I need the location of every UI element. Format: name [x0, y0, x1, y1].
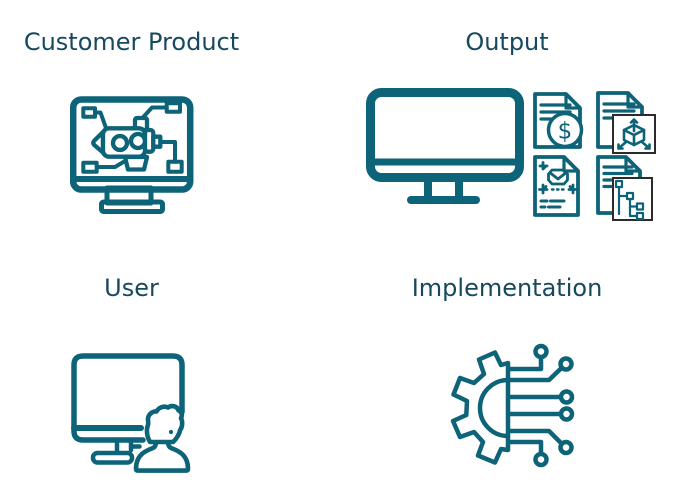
rocket [91, 115, 163, 172]
monitor-base [407, 196, 480, 204]
implementation-title: Implementation [411, 274, 603, 302]
dollar-circle-icon [546, 111, 584, 149]
output-title: Output [465, 28, 549, 56]
pricing-document-icon: $ [533, 92, 585, 152]
user-title: User [104, 274, 159, 302]
3d-model-document-icon [596, 91, 658, 155]
customer-product-title: Customer Product [23, 28, 240, 56]
rocket-cad-monitor-icon [70, 95, 194, 219]
person-icon [133, 403, 191, 473]
face-dot [168, 429, 174, 435]
desktop-monitor-icon [366, 88, 524, 210]
circuit-traces [505, 343, 575, 468]
dollar-sign: $ [558, 119, 573, 145]
cube-3d-icon [617, 118, 651, 150]
person-at-monitor-icon [67, 342, 199, 478]
tree-structure-icon [614, 179, 645, 221]
monitor-frame [71, 353, 185, 465]
part-drawing [538, 161, 578, 195]
cad-annotation-nodes [81, 101, 184, 174]
monitor-frame [70, 96, 194, 214]
technical-drawing-document-icon [533, 155, 583, 219]
drawing-notes [539, 199, 566, 209]
half-gear [450, 350, 511, 465]
gear-circuit-icon [432, 336, 582, 486]
bom-structure-document-icon [596, 155, 654, 223]
